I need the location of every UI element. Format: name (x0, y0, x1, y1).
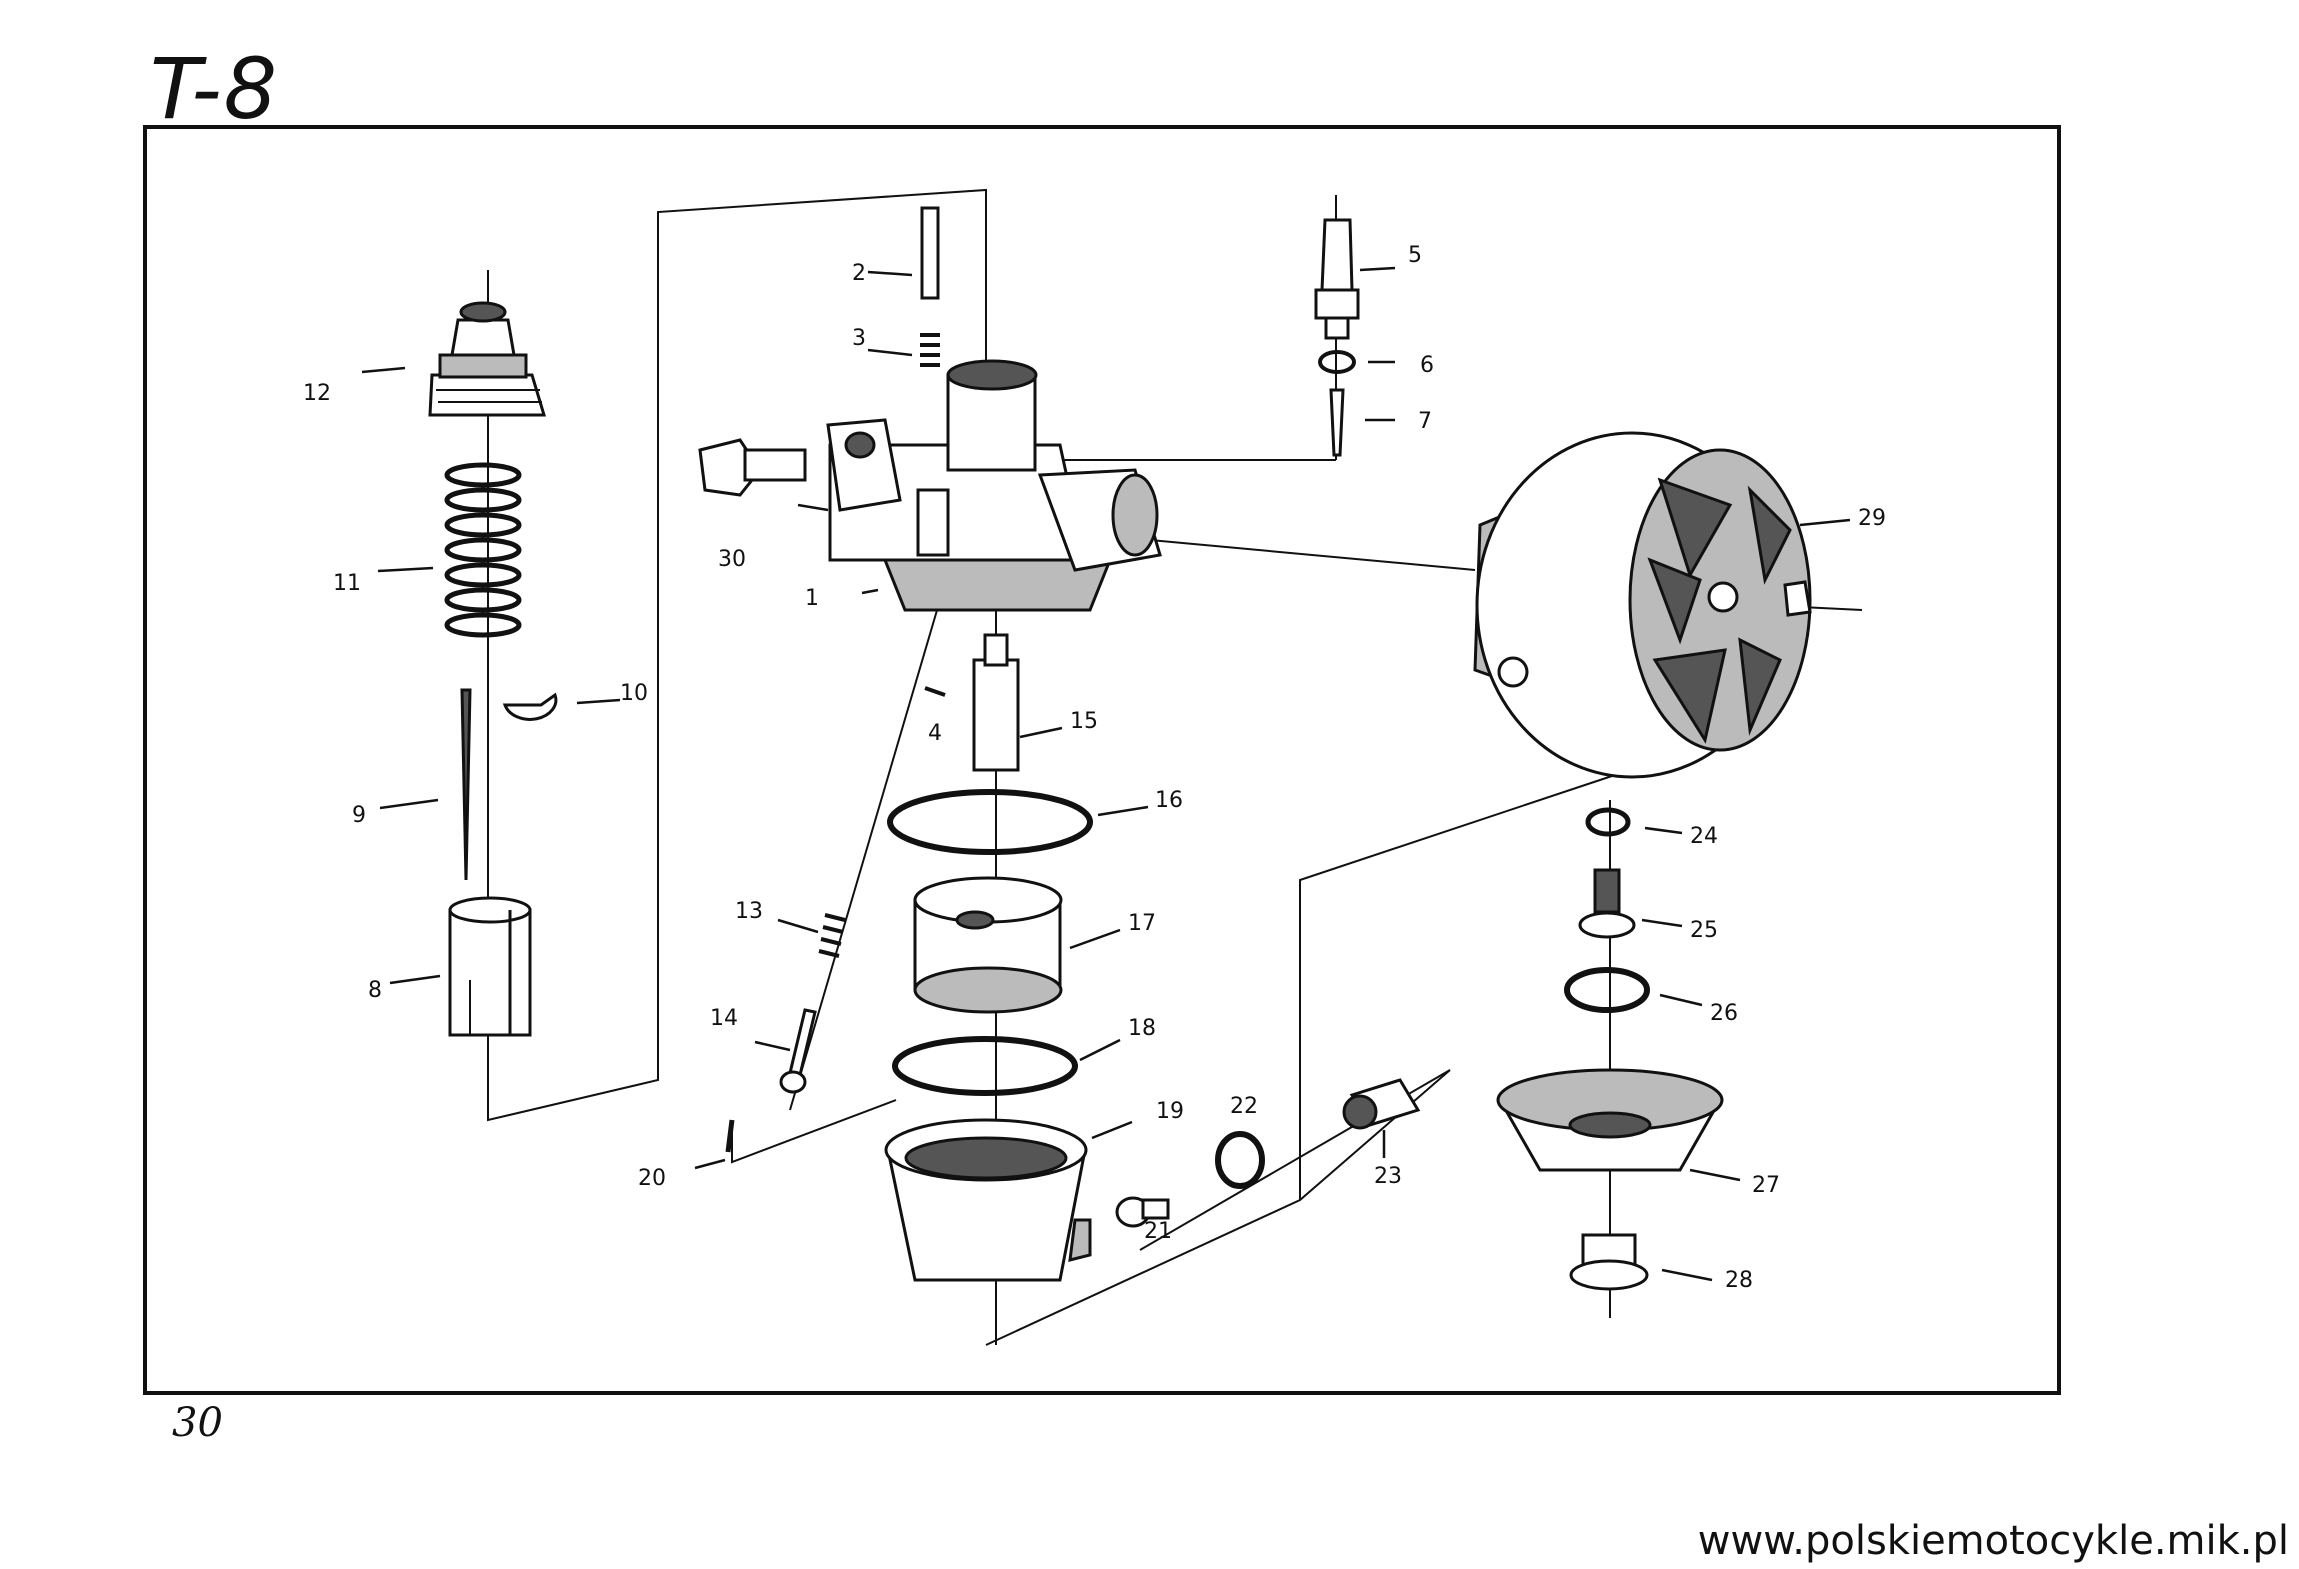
part-21-screw (1115, 1196, 1170, 1228)
callout-6: 6 (1420, 353, 1434, 378)
part-11-spring (444, 462, 522, 638)
part-2-pin (920, 206, 940, 300)
website-link[interactable]: www.polskiemotocykle.mik.pl (1697, 1518, 2289, 1564)
callout-26: 26 (1710, 1001, 1738, 1026)
part-9-needle (460, 688, 472, 881)
part-12-cap (428, 301, 547, 417)
part-30-bolt (698, 438, 807, 497)
callout-24: 24 (1690, 824, 1718, 849)
callout-30: 30 (718, 547, 746, 572)
callout-29: 29 (1858, 506, 1886, 531)
part-23-fitting (1342, 1078, 1421, 1130)
part-18-gasket (892, 1036, 1078, 1096)
part-19-float-bowl (884, 1118, 1092, 1282)
diagram-frame (143, 125, 2061, 1395)
callout-labels: 1 2 3 4 5 6 7 8 9 10 11 12 13 14 15 16 1… (303, 243, 1886, 1293)
part-20-pin (725, 1119, 735, 1153)
callout-21: 21 (1144, 1219, 1172, 1244)
callout-8: 8 (368, 978, 382, 1003)
page-number: 30 (172, 1400, 223, 1446)
part-28-plug (1569, 1233, 1649, 1291)
callout-23: 23 (1374, 1164, 1402, 1189)
part-1-carburetor-body (826, 359, 1162, 612)
callout-18: 18 (1128, 1016, 1156, 1041)
callout-12: 12 (303, 381, 331, 406)
leader-lines (361, 266, 1851, 1282)
part-7-needle (1329, 388, 1345, 457)
part-6-washer (1318, 350, 1356, 374)
callout-17: 17 (1128, 911, 1156, 936)
callout-13: 13 (735, 899, 763, 924)
callout-22: 22 (1230, 1094, 1258, 1119)
part-10-clip (502, 692, 558, 721)
part-13-spring (818, 913, 846, 958)
part-24-washer (1585, 807, 1631, 837)
part-17-float (913, 876, 1063, 1014)
callout-1: 1 (805, 586, 819, 611)
part-14-air-screw (779, 1008, 817, 1094)
part-3-small-spring (920, 333, 940, 367)
callout-2: 2 (852, 261, 866, 286)
part-8-throttle-slide (448, 896, 532, 1037)
callout-15: 15 (1070, 709, 1098, 734)
callout-16: 16 (1155, 788, 1183, 813)
callout-5: 5 (1408, 243, 1422, 268)
part-5-idle-screw (1314, 218, 1360, 340)
part-27-cover (1496, 1068, 1724, 1172)
part-25-valve (1578, 868, 1636, 939)
callout-25: 25 (1690, 918, 1718, 943)
callout-3: 3 (852, 326, 866, 351)
part-4-small-pin (924, 686, 946, 697)
part-15-main-jet (972, 633, 1020, 772)
part-16-gasket (887, 789, 1093, 855)
part-26-ring (1564, 967, 1650, 1013)
callout-27: 27 (1752, 1173, 1780, 1198)
callout-28: 28 (1725, 1268, 1753, 1293)
callout-9: 9 (352, 803, 366, 828)
callout-4: 4 (928, 721, 942, 746)
part-22-washer (1215, 1131, 1265, 1189)
part-29-air-filter (1473, 431, 1812, 779)
callout-19: 19 (1156, 1099, 1184, 1124)
callout-14: 14 (710, 1006, 738, 1031)
sheet-title: T-8 (150, 40, 280, 138)
callout-10: 10 (620, 681, 648, 706)
callout-7: 7 (1418, 409, 1432, 434)
callout-11: 11 (333, 571, 361, 596)
callout-20: 20 (638, 1166, 666, 1191)
